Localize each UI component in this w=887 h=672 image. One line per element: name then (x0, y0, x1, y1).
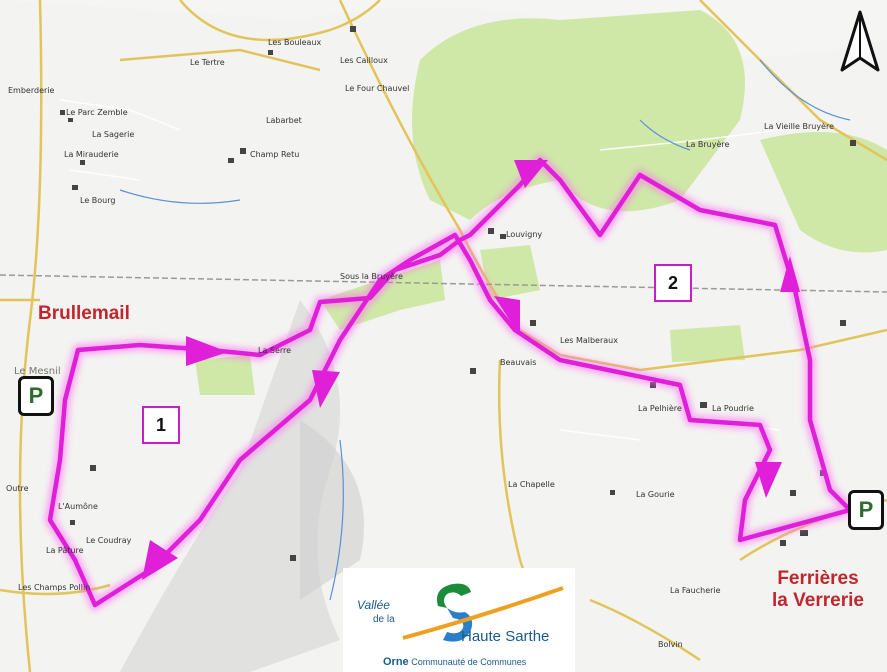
town-label-line: la Verrerie (772, 589, 864, 611)
place-label: Champ Retu (250, 150, 300, 159)
place-label: Beauvais (500, 358, 537, 367)
place-label: La Pelhière (638, 404, 682, 413)
place-label: Le Four Chauvel (345, 84, 410, 93)
logo-text: Communauté de Communes (411, 657, 527, 667)
route-arrow (494, 296, 520, 336)
route-arrow (514, 160, 548, 188)
hill-shade (300, 420, 364, 600)
logo-text: de la (373, 614, 395, 625)
forest-area (412, 10, 745, 220)
place-label: L'Aumône (58, 502, 98, 511)
route-arrows (142, 160, 800, 580)
loop-number-1[interactable]: 1 (142, 406, 180, 444)
hill-shade (120, 300, 340, 672)
place-label: Les Malberaux (560, 336, 618, 345)
place-label: La Mirauderie (64, 150, 119, 159)
parking-icon[interactable]: P (848, 490, 884, 530)
parking-icon[interactable]: P (18, 376, 54, 416)
place-label: Outre (6, 484, 29, 493)
route-arrow (312, 370, 340, 408)
route-arrow (186, 336, 228, 366)
forest-area (760, 132, 887, 253)
place-label: Les Bouleaux (268, 38, 322, 47)
place-label: Bolvin (658, 640, 683, 649)
place-label: La Sagerie (92, 130, 135, 139)
forest-area (195, 355, 255, 395)
logo-text: Haute Sarthe (461, 628, 550, 645)
logo-brand: Orne (383, 656, 409, 668)
streams (119, 59, 851, 601)
place-label: Le Tertre (190, 58, 225, 67)
place-label: La Faucherie (670, 586, 721, 595)
place-label: La Poudrie (712, 404, 754, 413)
logo-text: Vallée (357, 598, 390, 612)
place-label: Sous la Bruyère (340, 272, 403, 281)
place-label: Le Mesnil (14, 366, 61, 377)
town-label-line: Ferrières (777, 568, 859, 589)
north-arrow-icon (840, 10, 880, 72)
place-label: Le Parc Zemble (66, 108, 128, 117)
place-label: Le Coudray (86, 536, 132, 545)
place-label: Louvigny (506, 230, 543, 239)
place-label: La Vieille Bruyère (764, 122, 835, 131)
place-label: Les Champs Pollin (18, 583, 91, 592)
place-label: La Bruyère (686, 140, 730, 149)
place-label: La Serre (258, 346, 292, 355)
logo-vallee-haute-sarthe: Vallée de la Haute Sarthe Orne Communaut… (343, 568, 575, 672)
place-label: Les Cailloux (340, 56, 388, 65)
route-arrow (142, 540, 178, 580)
route-arrow (755, 462, 782, 498)
town-label-ferrieres: Ferrières la Verrerie (752, 568, 884, 612)
place-label: La Pâture (46, 546, 84, 555)
place-label: La Gourie (636, 490, 675, 499)
place-label: Labarbet (266, 116, 302, 125)
forest-area (670, 325, 745, 362)
forest-area (480, 245, 540, 300)
loop-number-2[interactable]: 2 (654, 264, 692, 302)
buildings (60, 26, 856, 561)
route-path (47, 157, 853, 608)
place-label: Le Bourg (80, 196, 116, 205)
route-arrow (780, 256, 800, 292)
town-label-brullemail: Brullemail (38, 303, 130, 324)
railway (0, 274, 887, 293)
place-label: Emberderie (8, 86, 55, 95)
place-label: La Chapelle (508, 480, 555, 489)
logo-text: Orne Communauté de Communes (383, 656, 526, 668)
logo-mark (402, 583, 564, 642)
